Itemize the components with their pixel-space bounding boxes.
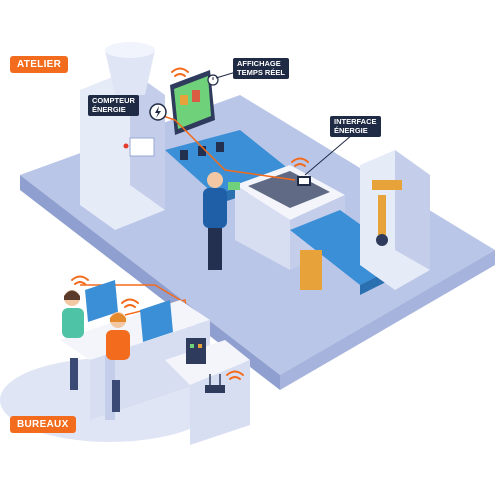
office-worker-1: [62, 290, 84, 390]
network-box: [186, 338, 206, 364]
wifi-icon: [71, 275, 89, 285]
office-worker-2: [106, 312, 130, 412]
wifi-icon: [171, 67, 189, 77]
office-monitors: [85, 280, 173, 342]
wifi-icon: [291, 157, 309, 167]
lightning-icon: [149, 103, 167, 121]
atelier-label: ATELIER: [10, 56, 69, 73]
robot-arm-machine: [360, 150, 430, 290]
affichage-temps-reel-label: AFFICHAGE TEMPS RÉEL: [233, 58, 289, 79]
worker: [203, 172, 240, 270]
interface-energie-label: INTERFACE ÉNERGIE: [330, 116, 381, 137]
monitor-icon: [297, 176, 311, 186]
wifi-icon: [121, 298, 139, 308]
hopper-machine: [80, 42, 165, 230]
clock-icon: [207, 74, 219, 86]
compteur-energie-label: COMPTEUR ÉNERGIE: [88, 95, 139, 116]
bureaux-label: BUREAUX: [10, 416, 76, 433]
wifi-icon: [226, 370, 244, 380]
realtime-display: [170, 70, 215, 135]
label-leaders: [215, 71, 353, 176]
router-icon: [205, 374, 225, 393]
